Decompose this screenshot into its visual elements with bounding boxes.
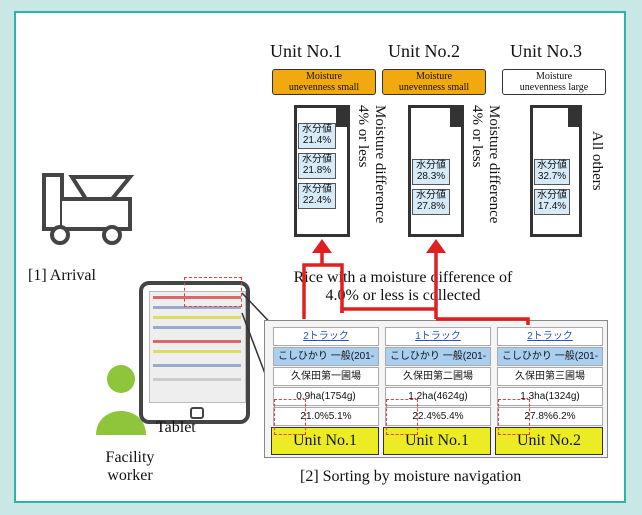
collected-line-1: Rice with a moisture difference of — [293, 269, 513, 286]
unit-3-title: Unit No.3 — [510, 41, 582, 61]
worker-label-2: worker — [107, 467, 153, 484]
tablet-screen-row-6 — [153, 350, 241, 353]
collected-line-2: 4.0% or less is collected — [325, 287, 481, 304]
table-cell-variety: こしひかり 一般(201- — [273, 347, 379, 366]
arrow-head-unit-1 — [312, 239, 332, 253]
table-cell-weight: 1.2ha(4624g) — [385, 387, 491, 406]
moisture-highlight-3 — [498, 399, 530, 435]
table-cell-field: 久保田第二圃場 — [385, 367, 491, 386]
unit-1-title: Unit No.1 — [270, 41, 342, 61]
diagram-panel: Unit No.1 Unit No.2 Unit No.3 Moisture u… — [14, 11, 626, 503]
table-cell-moisture: 22.4%5.4% — [385, 407, 491, 426]
unit-2-tag-1: 水分値 28.3% — [412, 159, 450, 185]
table-cell-header[interactable]: 2トラック — [497, 327, 603, 346]
sorting-table: 2トラック こしひかり 一般(201- 久保田第一圃場 0.9ha(1754g)… — [264, 320, 608, 458]
dryer-unit-1-top — [336, 105, 350, 127]
tablet-device — [139, 281, 250, 424]
tablet-screen-row-1 — [153, 296, 241, 299]
tablet-screen — [149, 291, 246, 403]
table-cell-moisture: 27.8%6.2% — [497, 407, 603, 426]
tablet-screen-row-2 — [153, 306, 241, 309]
tablet-screen-row-8 — [153, 378, 241, 381]
table-cell-header[interactable]: 2トラック — [273, 327, 379, 346]
tablet-label: Tablet — [156, 419, 196, 436]
unit-button-2[interactable]: Unit No.1 — [383, 427, 491, 455]
dryer-unit-3-top — [568, 105, 582, 127]
arrival-label: [1] Arrival — [28, 267, 96, 284]
tablet-screen-row-7 — [153, 364, 241, 367]
table-cell-weight: 1.3ha(1324g) — [497, 387, 603, 406]
unit-1-tag-3: 水分値 22.4% — [298, 183, 336, 209]
table-cell-header[interactable]: 1トラック — [385, 327, 491, 346]
unit-3-tag-2: 水分値 17.4% — [534, 189, 570, 215]
unit-1-moisture-label: Moisture unevenness small — [272, 69, 376, 95]
tablet-screen-row-4 — [153, 326, 241, 329]
arrow-head-unit-2 — [426, 239, 446, 253]
table-cell-weight: 0.9ha(1754g) — [273, 387, 379, 406]
worker-icon — [96, 365, 146, 435]
moisture-highlight-1 — [274, 399, 306, 435]
unit-1-tag-1: 水分値 21.4% — [298, 123, 336, 149]
unit-1-tag-2: 水分値 21.8% — [298, 153, 336, 179]
tablet-screen-row-5 — [153, 340, 241, 343]
tablet-screen-row-3 — [153, 316, 241, 319]
unit-3-tag-1: 水分値 32.7% — [534, 159, 570, 185]
tablet-highlight-box — [184, 277, 242, 307]
unit-3-side-text: All others — [589, 131, 605, 191]
table-cell-moisture: 21.0%5.1% — [273, 407, 379, 426]
table-cell-variety: こしひかり 一般(201- — [385, 347, 491, 366]
truck-icon — [42, 173, 135, 245]
unit-2-tag-2: 水分値 27.8% — [412, 189, 450, 215]
unit-button-3[interactable]: Unit No.2 — [495, 427, 603, 455]
unit-2-side-text: Moisture difference 4% or less — [469, 105, 502, 224]
unit-2-moisture-label: Moisture unevenness small — [382, 69, 486, 95]
dryer-unit-2-top — [450, 105, 464, 127]
sorting-label: [2] Sorting by moisture navigation — [300, 468, 522, 485]
unit-button-1[interactable]: Unit No.1 — [271, 427, 379, 455]
unit-3-moisture-label: Moisture unevenness large — [502, 69, 606, 95]
moisture-highlight-2 — [386, 399, 418, 435]
table-cell-variety: こしひかり 一般(201- — [497, 347, 603, 366]
table-cell-field: 久保田第三圃場 — [497, 367, 603, 386]
table-cell-field: 久保田第一圃場 — [273, 367, 379, 386]
routing-arrows — [302, 239, 530, 325]
unit-2-title: Unit No.2 — [388, 41, 460, 61]
tablet-home-button — [190, 407, 204, 419]
worker-label-1: Facility — [105, 449, 155, 466]
unit-1-side-text: Moisture difference 4% or less — [355, 105, 388, 224]
